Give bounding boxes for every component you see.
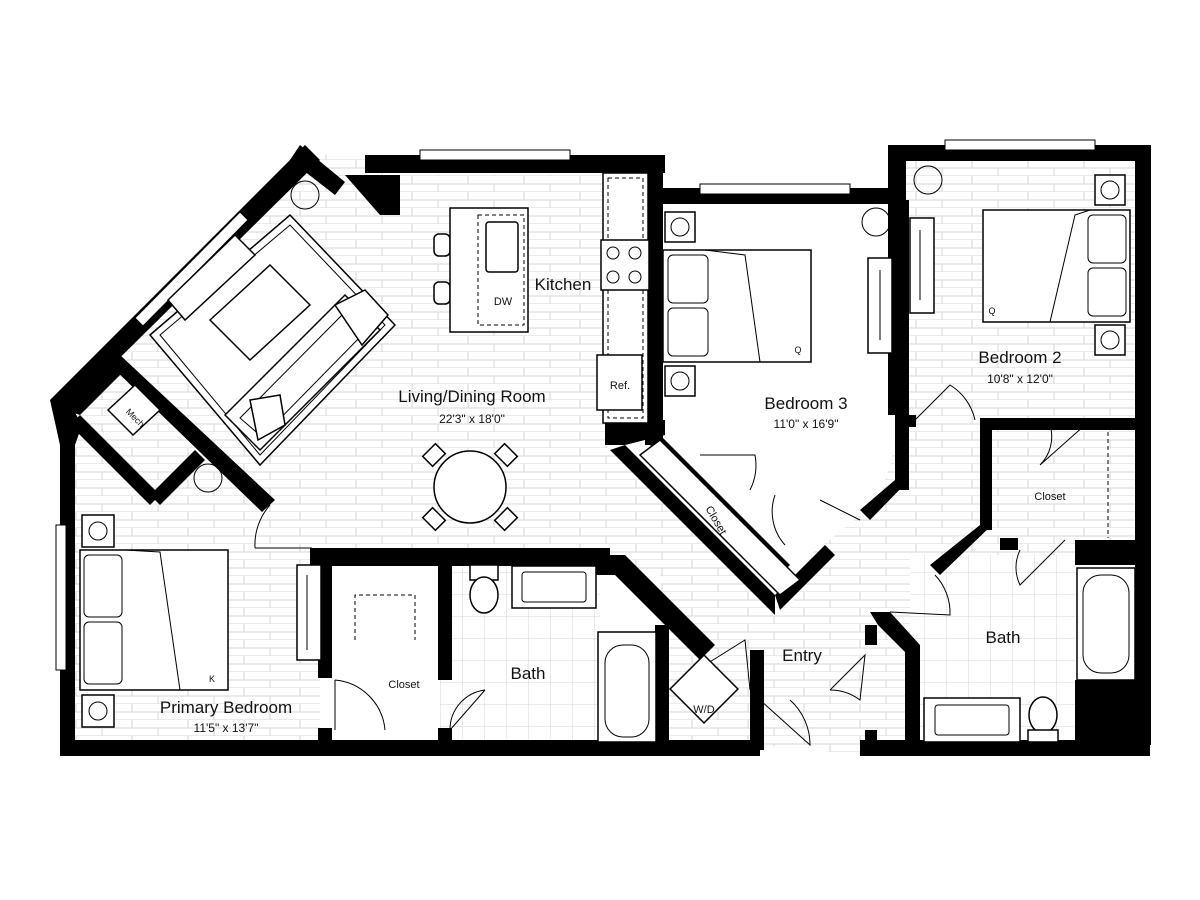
bedroom2-dims: 10'8" x 12'0" [987, 372, 1053, 386]
closet-b2-name: Closet [1034, 491, 1065, 503]
refrigerator-label: Ref. [610, 380, 630, 392]
bedroom2-furniture [909, 174, 1131, 356]
plant-icon [861, 207, 891, 237]
bedroom3-dims: 11'0" x 16'9" [774, 417, 839, 431]
dishwasher-label: DW [494, 296, 513, 308]
bath-right-fixtures [923, 432, 1136, 743]
windows [55, 139, 1096, 671]
living-room-name: Living/Dining Room [398, 387, 545, 406]
bath-main-fixtures [469, 564, 740, 743]
bedroom2-name: Bedroom 2 [978, 348, 1061, 367]
living-furniture [148, 165, 943, 532]
primary-bedroom-name: Primary Bedroom [160, 698, 292, 717]
kitchen-fixtures [106, 172, 650, 437]
plant-icon [913, 165, 943, 195]
primary-bedroom-dims: 11'5" x 13'7" [194, 721, 259, 735]
bedroom3-name: Bedroom 3 [764, 394, 847, 413]
entry-name: Entry [782, 646, 822, 665]
bedroom3-furniture [638, 211, 893, 596]
plant-icon [193, 463, 223, 493]
closet-primary-name: Closet [388, 679, 419, 691]
exterior-walls [50, 145, 1151, 756]
bath-right-name: Bath [986, 628, 1021, 647]
living-room-dims: 22'3" x 18'0" [439, 412, 505, 426]
primary-furniture [79, 514, 416, 728]
bedroom2-bed-size: Q [988, 306, 995, 316]
doors [254, 384, 1086, 747]
washer-dryer-label: W/D [693, 704, 714, 716]
kitchen-name: Kitchen [535, 275, 592, 294]
primary-bed-size: K [209, 674, 215, 684]
bedroom3-bed-size: Q [794, 345, 801, 355]
plant-icon [290, 180, 320, 210]
bath-main-name: Bath [511, 664, 546, 683]
